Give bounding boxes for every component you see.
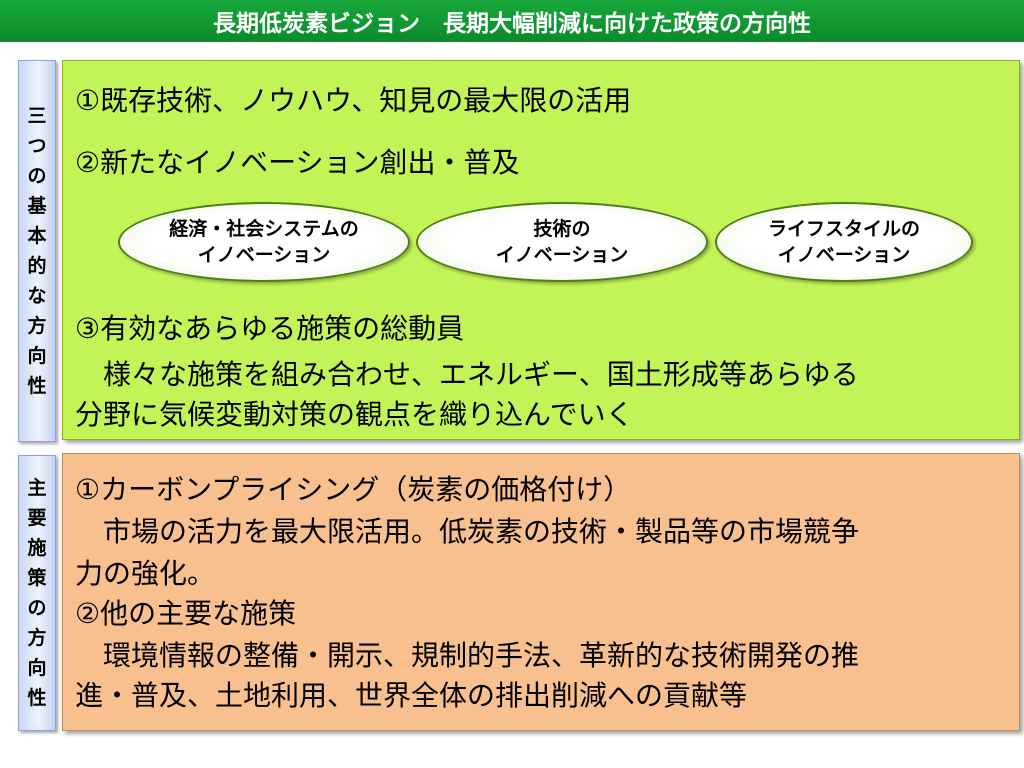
side-label-char: 向 — [27, 657, 47, 679]
side-label-char: 向 — [27, 345, 47, 367]
oval-technology-innovation: 技術の イノベーション — [416, 202, 708, 282]
basic-item-3: ③有効なあらゆる施策の総動員 — [75, 312, 465, 345]
side-label-char: 本 — [27, 225, 47, 247]
side-label-char: 方 — [27, 627, 47, 649]
main-policy-panel: ①カーボンプライシング（炭素の価格付け） 市場の活力を最大限活用。低炭素の技術・… — [62, 453, 1020, 731]
oval-line: 技術の — [533, 218, 591, 240]
side-label-char: 性 — [27, 375, 47, 397]
oval-line: イノベーション — [777, 244, 911, 266]
policy-item-1-desc-2: 力の強化。 — [75, 557, 216, 590]
side-label-char: 的 — [27, 255, 47, 277]
side-label-main-policy: 主 要 施 策 の 方 向 性 — [18, 455, 56, 731]
basic-item-1: ①既存技術、ノウハウ、知見の最大限の活用 — [75, 84, 632, 117]
policy-item-2-desc-2: 進・普及、土地利用、世界全体の排出削減への貢献等 — [75, 679, 748, 712]
side-label-char: 策 — [27, 567, 47, 589]
oval-lifestyle-innovation: ライフスタイルの イノベーション — [715, 202, 973, 282]
oval-line: イノベーション — [197, 244, 331, 266]
side-label-char: な — [27, 285, 47, 307]
side-label-basic-direction: 三 つ の 基 本 的 な 方 向 性 — [18, 60, 56, 442]
oval-economic-social-innovation: 経済・社会システムの イノベーション — [118, 202, 410, 282]
basic-item-2: ②新たなイノベーション創出・普及 — [75, 146, 520, 179]
oval-line: 経済・社会システムの — [169, 218, 359, 240]
side-label-char: 要 — [27, 507, 47, 529]
oval-line: イノベーション — [495, 244, 629, 266]
side-label-char: 主 — [27, 477, 47, 499]
side-label-char: つ — [27, 135, 47, 157]
policy-item-1-desc-1: 市場の活力を最大限活用。低炭素の技術・製品等の市場競争 — [75, 515, 860, 548]
policy-item-2: ②他の主要な施策 — [75, 597, 297, 630]
policy-item-1: ①カーボンプライシング（炭素の価格付け） — [75, 473, 632, 506]
slide-title: 長期低炭素ビジョン 長期大幅削減に向けた政策の方向性 — [0, 0, 1024, 42]
basic-item-3-desc-1: 様々な施策を組み合わせ、エネルギー、国土形成等あらゆる — [75, 358, 859, 391]
policy-item-2-desc-1: 環境情報の整備・開示、規制的手法、革新的な技術開発の推 — [75, 639, 860, 672]
side-label-char: 施 — [27, 537, 47, 559]
oval-line: ライフスタイルの — [767, 218, 920, 240]
basic-direction-panel: ①既存技術、ノウハウ、知見の最大限の活用 ②新たなイノベーション創出・普及 経済… — [62, 60, 1020, 440]
basic-item-3-desc-2: 分野に気候変動対策の観点を織り込んでいく — [75, 398, 634, 431]
side-label-char: の — [27, 597, 47, 619]
side-label-char: 基 — [27, 195, 47, 217]
side-label-char: の — [27, 165, 47, 187]
side-label-char: 方 — [27, 315, 47, 337]
side-label-char: 性 — [27, 687, 47, 709]
side-label-char: 三 — [27, 105, 47, 127]
